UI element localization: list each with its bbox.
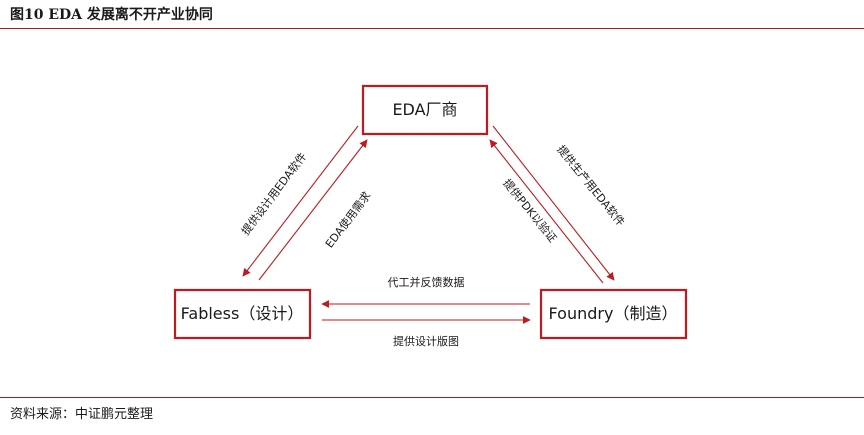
label-eda-to-foundry: 提供生产用EDA软件 (554, 142, 628, 228)
arrow-eda-to-fabless (242, 125, 359, 277)
label-eda-to-fabless: 提供设计用EDA软件 (238, 150, 309, 238)
source-note: 资料来源：中证鹏元整理 (10, 407, 154, 422)
label-fabless-to-foundry: 提供设计版图 (393, 334, 459, 348)
node-foundry: Foundry（制造） (539, 288, 688, 340)
arrow-fabless-to-eda (258, 139, 368, 281)
arrow-eda-to-foundry (492, 125, 615, 281)
label-foundry-to-fabless: 代工并反馈数据 (388, 275, 465, 289)
figure-title: 图10 EDA 发展离不开产业协同 (10, 7, 213, 23)
label-fabless-to-eda: EDA使用需求 (323, 189, 374, 250)
header-divider (0, 28, 864, 29)
footer-divider (0, 397, 864, 398)
node-fabless: Fabless（设计） (173, 288, 312, 340)
arrow-foundry-to-eda (489, 139, 604, 284)
node-fabless-label: Fabless（设计） (181, 304, 304, 323)
label-foundry-to-eda: 提供PDK以验证 (500, 176, 560, 245)
node-eda-vendor: EDA厂商 (361, 84, 489, 136)
node-eda-vendor-label: EDA厂商 (392, 100, 457, 119)
figure-header: 图10 EDA 发展离不开产业协同 (0, 0, 864, 30)
node-foundry-label: Foundry（制造） (549, 304, 678, 323)
